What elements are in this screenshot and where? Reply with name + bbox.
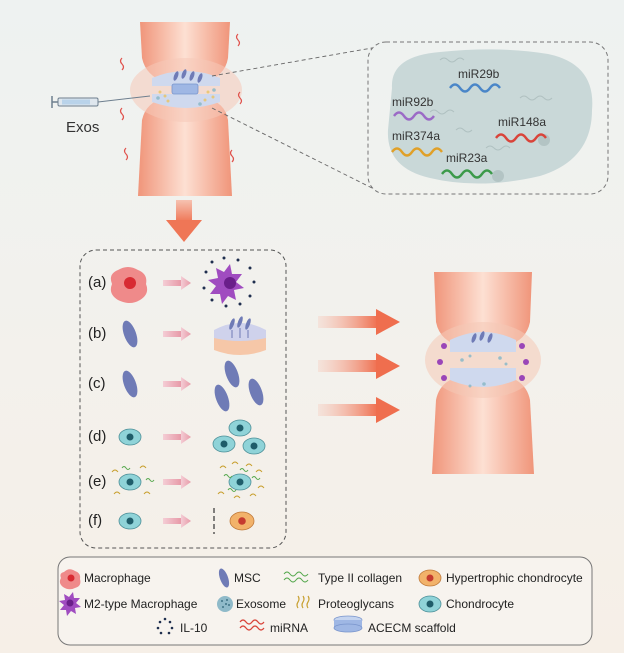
legend-proteoglycans: Proteoglycans: [318, 597, 394, 611]
effects-panel: [79, 249, 287, 549]
legend-type2-collagen: Type II collagen: [318, 571, 402, 585]
effect-label-b: (b): [88, 325, 106, 342]
legend-hypertrophic-chondrocyte: Hypertrophic chondrocyte: [446, 571, 583, 585]
down-arrow: [166, 200, 202, 242]
legend-m2-macrophage: M2-type Macrophage: [84, 597, 198, 611]
il10-icon: [156, 617, 174, 635]
msc-icon: [218, 568, 230, 588]
big-arrows: [318, 309, 400, 423]
legend-acecm: ACECM scaffold: [368, 621, 456, 635]
effect-label-f: (f): [88, 512, 102, 529]
lower-bone: [138, 98, 232, 196]
mirna-label-23a: miR23a: [446, 151, 488, 165]
effect-label-c: (c): [88, 375, 106, 392]
top-joint: [119, 22, 243, 196]
legend-msc: MSC: [234, 571, 261, 585]
mirna-wave-92b: [393, 111, 435, 121]
legend-mirna: miRNA: [270, 621, 308, 635]
effect-arrows: [163, 276, 191, 528]
legend-il10: IL-10: [180, 621, 208, 635]
exosome-icon: [217, 596, 233, 612]
mirna-wave-23a: [441, 169, 493, 179]
lower-cartilage-healed: [450, 368, 516, 387]
proteoglycans-icon: [296, 595, 310, 609]
effect-row-d: [118, 419, 266, 455]
mirna-label-148a: miR148a: [498, 115, 546, 129]
syringe-icon: [51, 95, 151, 108]
lower-bone-healed: [432, 376, 534, 474]
mirna-label-29b: miR29b: [458, 67, 500, 81]
mirna-panel: miR29b miR92b miR374a miR148a miR23a: [367, 41, 609, 195]
effect-label-a: (a): [88, 274, 106, 291]
type2-collagen-icon: [283, 571, 309, 583]
acecm-scaffold-icon: [333, 615, 363, 633]
mirna-wave-29b: [449, 83, 501, 93]
healed-joint: [425, 272, 541, 474]
effect-row-c: [122, 360, 264, 412]
effect-row-a: [110, 256, 256, 308]
effect-row-e: [111, 461, 265, 499]
effect-label-e: (e): [88, 473, 106, 490]
mirna-label-92b: miR92b: [392, 95, 434, 109]
mirna-wave-374a: [391, 147, 443, 157]
lower-cartilage: [152, 94, 220, 108]
msc-cell: [122, 370, 138, 398]
upper-cartilage-healed: [450, 332, 516, 352]
effect-row-b: [122, 316, 266, 355]
legend-exosome: Exosome: [236, 597, 286, 611]
exos-label: Exos: [66, 119, 99, 136]
mirna-wave-148a: [495, 133, 547, 143]
mirna-label-374a: miR374a: [392, 129, 440, 143]
mirna-icon: [239, 619, 265, 631]
legend: Macrophage MSC Type II collagen Hypertro…: [57, 556, 593, 646]
upper-cartilage: [152, 71, 220, 86]
effect-label-d: (d): [88, 428, 106, 445]
effect-row-f: [118, 508, 255, 534]
acecm-scaffold-in-joint: [171, 83, 199, 95]
legend-macrophage: Macrophage: [84, 571, 151, 585]
legend-chondrocyte: Chondrocyte: [446, 597, 514, 611]
msc-cell: [122, 320, 138, 348]
